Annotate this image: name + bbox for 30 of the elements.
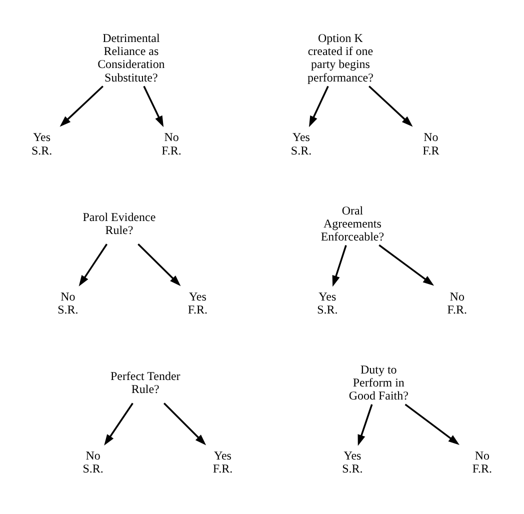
- node-text: No F.R.: [162, 130, 182, 158]
- node-text: Oral Agreements Enforceable?: [320, 203, 384, 244]
- node-text: Detrimental Reliance as Consideration Substitute?: [98, 31, 165, 84]
- arrow: [60, 86, 104, 127]
- arrow: [163, 402, 206, 446]
- arrow: [138, 244, 181, 286]
- node-text: Option K created if one party begins performance?: [308, 31, 374, 84]
- arrow: [332, 245, 347, 287]
- node-text: Yes S.R.: [317, 289, 338, 316]
- node-text: No F.R: [422, 130, 440, 158]
- node-text: Yes S.R.: [290, 130, 312, 158]
- arrow: [358, 404, 373, 446]
- arrow: [143, 86, 164, 128]
- node-text: No S.R.: [58, 289, 78, 316]
- node-text: Perfect Tender Rule?: [110, 368, 180, 396]
- node-text: No S.R.: [82, 448, 104, 476]
- node-text: Duty to Perform in Good Faith?: [348, 362, 408, 403]
- arrow: [404, 404, 460, 445]
- arrow: [104, 402, 134, 446]
- node-text: No F.R.: [447, 289, 467, 316]
- node-text: Parol Evidence Rule?: [82, 210, 156, 237]
- arrow: [368, 86, 413, 127]
- node-text: Yes S.R.: [342, 448, 363, 476]
- node-text: Yes F.R.: [188, 289, 208, 316]
- node-text: No F.R.: [472, 448, 492, 476]
- node-text: Yes F.R.: [212, 448, 233, 476]
- arrow: [378, 244, 434, 286]
- node-text: Yes S.R.: [31, 130, 52, 158]
- arrow: [78, 244, 108, 286]
- arrow: [308, 86, 329, 128]
